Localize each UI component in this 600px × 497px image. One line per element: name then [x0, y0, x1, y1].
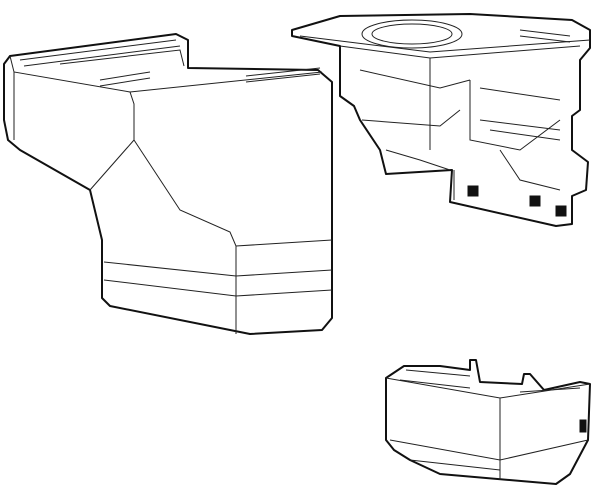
bracket-housing: [3, 33, 333, 335]
end-cap: [385, 359, 591, 485]
clip-mechanism: [291, 13, 591, 227]
